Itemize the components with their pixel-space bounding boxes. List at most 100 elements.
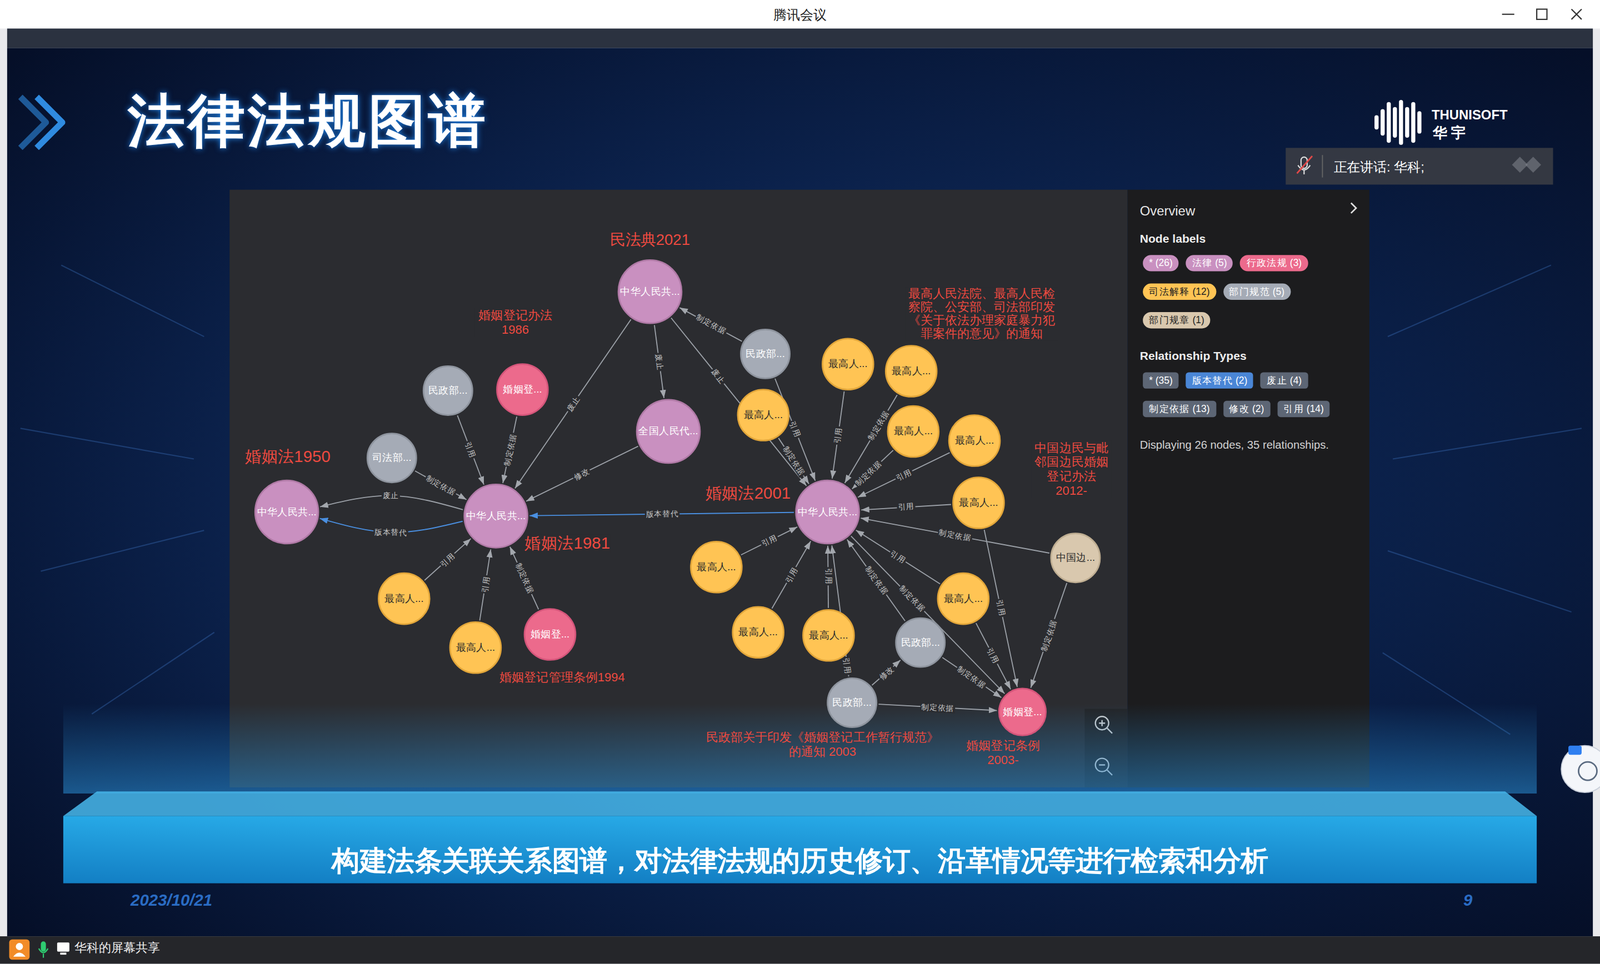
interpretation-node: 最高人...最高人民法院、最高人民检 察院、公安部、司法部印发 《关于依法办理家… bbox=[884, 345, 938, 399]
node-label: 民政部... bbox=[901, 636, 940, 649]
department-node: 司法部... bbox=[366, 432, 418, 484]
relation-edge bbox=[984, 530, 1018, 688]
node-label: 民政部... bbox=[428, 384, 468, 397]
edge-label: 制定依据 bbox=[693, 312, 729, 337]
interpretation-node: 最高人... bbox=[731, 606, 785, 660]
node-circle bbox=[937, 573, 989, 625]
node-circle bbox=[732, 607, 784, 659]
node-circle bbox=[885, 346, 937, 398]
department-node: 民政部... bbox=[740, 328, 792, 380]
user-icon bbox=[9, 940, 30, 961]
node-label: 民政部... bbox=[832, 696, 872, 709]
node-label: 最高人... bbox=[828, 358, 868, 371]
edge-label: 制定依据 bbox=[897, 583, 928, 615]
user-head bbox=[15, 943, 23, 951]
panel-heading: Overview bbox=[1140, 202, 1196, 220]
legend-chip: 引用 (14) bbox=[1277, 401, 1330, 418]
node-circle bbox=[827, 678, 877, 728]
edge-label: 制定依据 bbox=[512, 560, 536, 597]
legend-chip: 修改 (2) bbox=[1222, 401, 1270, 418]
slide-background bbox=[7, 47, 1593, 937]
node-heading: 婚姻法2001 bbox=[705, 484, 792, 503]
legend-text: 部门规章 (1) bbox=[1148, 314, 1205, 326]
node-heading: 民法典2021 bbox=[610, 230, 690, 249]
node-circle bbox=[423, 366, 473, 415]
section-heading: Node labels bbox=[1140, 231, 1207, 248]
node-circle bbox=[887, 406, 939, 458]
node-circle bbox=[524, 609, 576, 661]
relation-edge bbox=[771, 541, 811, 609]
edge-label: 引用 bbox=[463, 440, 479, 461]
node-label: 最高人... bbox=[384, 592, 424, 605]
relation-edge bbox=[415, 471, 467, 500]
legend-chip: 制定依据 (13) bbox=[1142, 401, 1216, 418]
edge-label: 引用 bbox=[832, 425, 844, 445]
interpretation-node: 最高人... bbox=[377, 572, 432, 626]
node-label: 婚姻登... bbox=[1002, 706, 1042, 719]
slide-caption: 构建法条关联关系图谱，对法律法规的历史修订、沿革情况等进行检索和分析 bbox=[63, 843, 1537, 879]
department-node: 民政部... bbox=[895, 617, 947, 669]
edge-label: 版本替代 bbox=[644, 509, 680, 519]
node-circle bbox=[803, 610, 855, 662]
regulation-node: 婚姻登...婚姻登记管理条例1994 bbox=[523, 608, 577, 662]
edge-label: 引用 bbox=[893, 467, 914, 484]
node-label: 婚姻登... bbox=[530, 628, 570, 641]
window-title: 腾讯会议 bbox=[773, 6, 827, 24]
interpretation-node: 最高人... bbox=[736, 388, 790, 443]
button-glyph bbox=[1578, 762, 1597, 781]
edge-label: 制定依据 bbox=[862, 563, 890, 598]
legend-text: 法律 (5) bbox=[1192, 257, 1228, 269]
node-label: 最高人... bbox=[958, 496, 998, 509]
law-node: 中华人民共...婚姻法1981 bbox=[463, 483, 529, 550]
edge-label: 制定依据 bbox=[501, 432, 518, 469]
node-circle bbox=[896, 618, 945, 668]
node-label: 最高人... bbox=[891, 365, 931, 378]
law-node: 中华人民共...民法典2021 bbox=[617, 259, 683, 325]
node-heading: 中国边民与毗 邻国边民婚姻 登记办法 2012- bbox=[1031, 440, 1112, 498]
logo-bar bbox=[1386, 102, 1391, 143]
node-circle bbox=[737, 390, 789, 442]
streak bbox=[1387, 265, 1552, 338]
logo-bar bbox=[1411, 102, 1415, 143]
page-number: 9 bbox=[1463, 890, 1473, 912]
node-label: 全国人民代... bbox=[638, 425, 698, 438]
legend-text: 引用 (14) bbox=[1283, 403, 1324, 415]
node-circle bbox=[948, 415, 1000, 467]
legend-text: 制定依据 (13) bbox=[1148, 403, 1210, 415]
relation-edge bbox=[424, 538, 471, 581]
relation-edge bbox=[851, 536, 1005, 694]
node-label: 最高人... bbox=[456, 641, 495, 654]
node-circle bbox=[636, 400, 700, 464]
node-label: 最高人... bbox=[738, 626, 778, 639]
edge-label: 制定依据 bbox=[1038, 617, 1059, 654]
relation-edge bbox=[832, 391, 845, 479]
rule-node: 中国边...中国边民与毗 邻国边民婚姻 登记办法 2012- bbox=[1050, 532, 1102, 584]
screen-stand bbox=[60, 953, 67, 956]
node-circle bbox=[690, 541, 742, 593]
logo-bar bbox=[1392, 107, 1397, 138]
edge-label: 修改 bbox=[876, 663, 897, 683]
caption-bar bbox=[63, 816, 1537, 884]
overview-panel bbox=[1127, 190, 1370, 788]
title-bar bbox=[0, 0, 1600, 29]
mic-icon bbox=[40, 941, 46, 952]
node-circle bbox=[740, 329, 790, 379]
edge-label: 制定依据 bbox=[920, 702, 955, 714]
node-label: 中华人民共... bbox=[257, 506, 317, 519]
legend-text: 版本替代 (2) bbox=[1192, 374, 1248, 386]
edge-label: 引用 bbox=[985, 646, 1002, 667]
section-heading: Relationship Types bbox=[1140, 348, 1247, 365]
divider bbox=[1321, 155, 1323, 178]
button-badge bbox=[1568, 746, 1582, 756]
law-node: 中华人民共...婚姻法1950 bbox=[253, 479, 320, 545]
close-icon bbox=[1571, 9, 1582, 20]
department-node: 民政部...民政部关于印发《婚姻登记工作暂行规范》 的通知 2003 bbox=[826, 677, 878, 729]
diamond bbox=[1525, 156, 1542, 173]
relation-edge bbox=[671, 318, 807, 487]
floating-button bbox=[1561, 746, 1600, 793]
button-circle bbox=[1561, 746, 1600, 793]
node-circle bbox=[496, 364, 548, 416]
node-circle bbox=[796, 480, 860, 544]
